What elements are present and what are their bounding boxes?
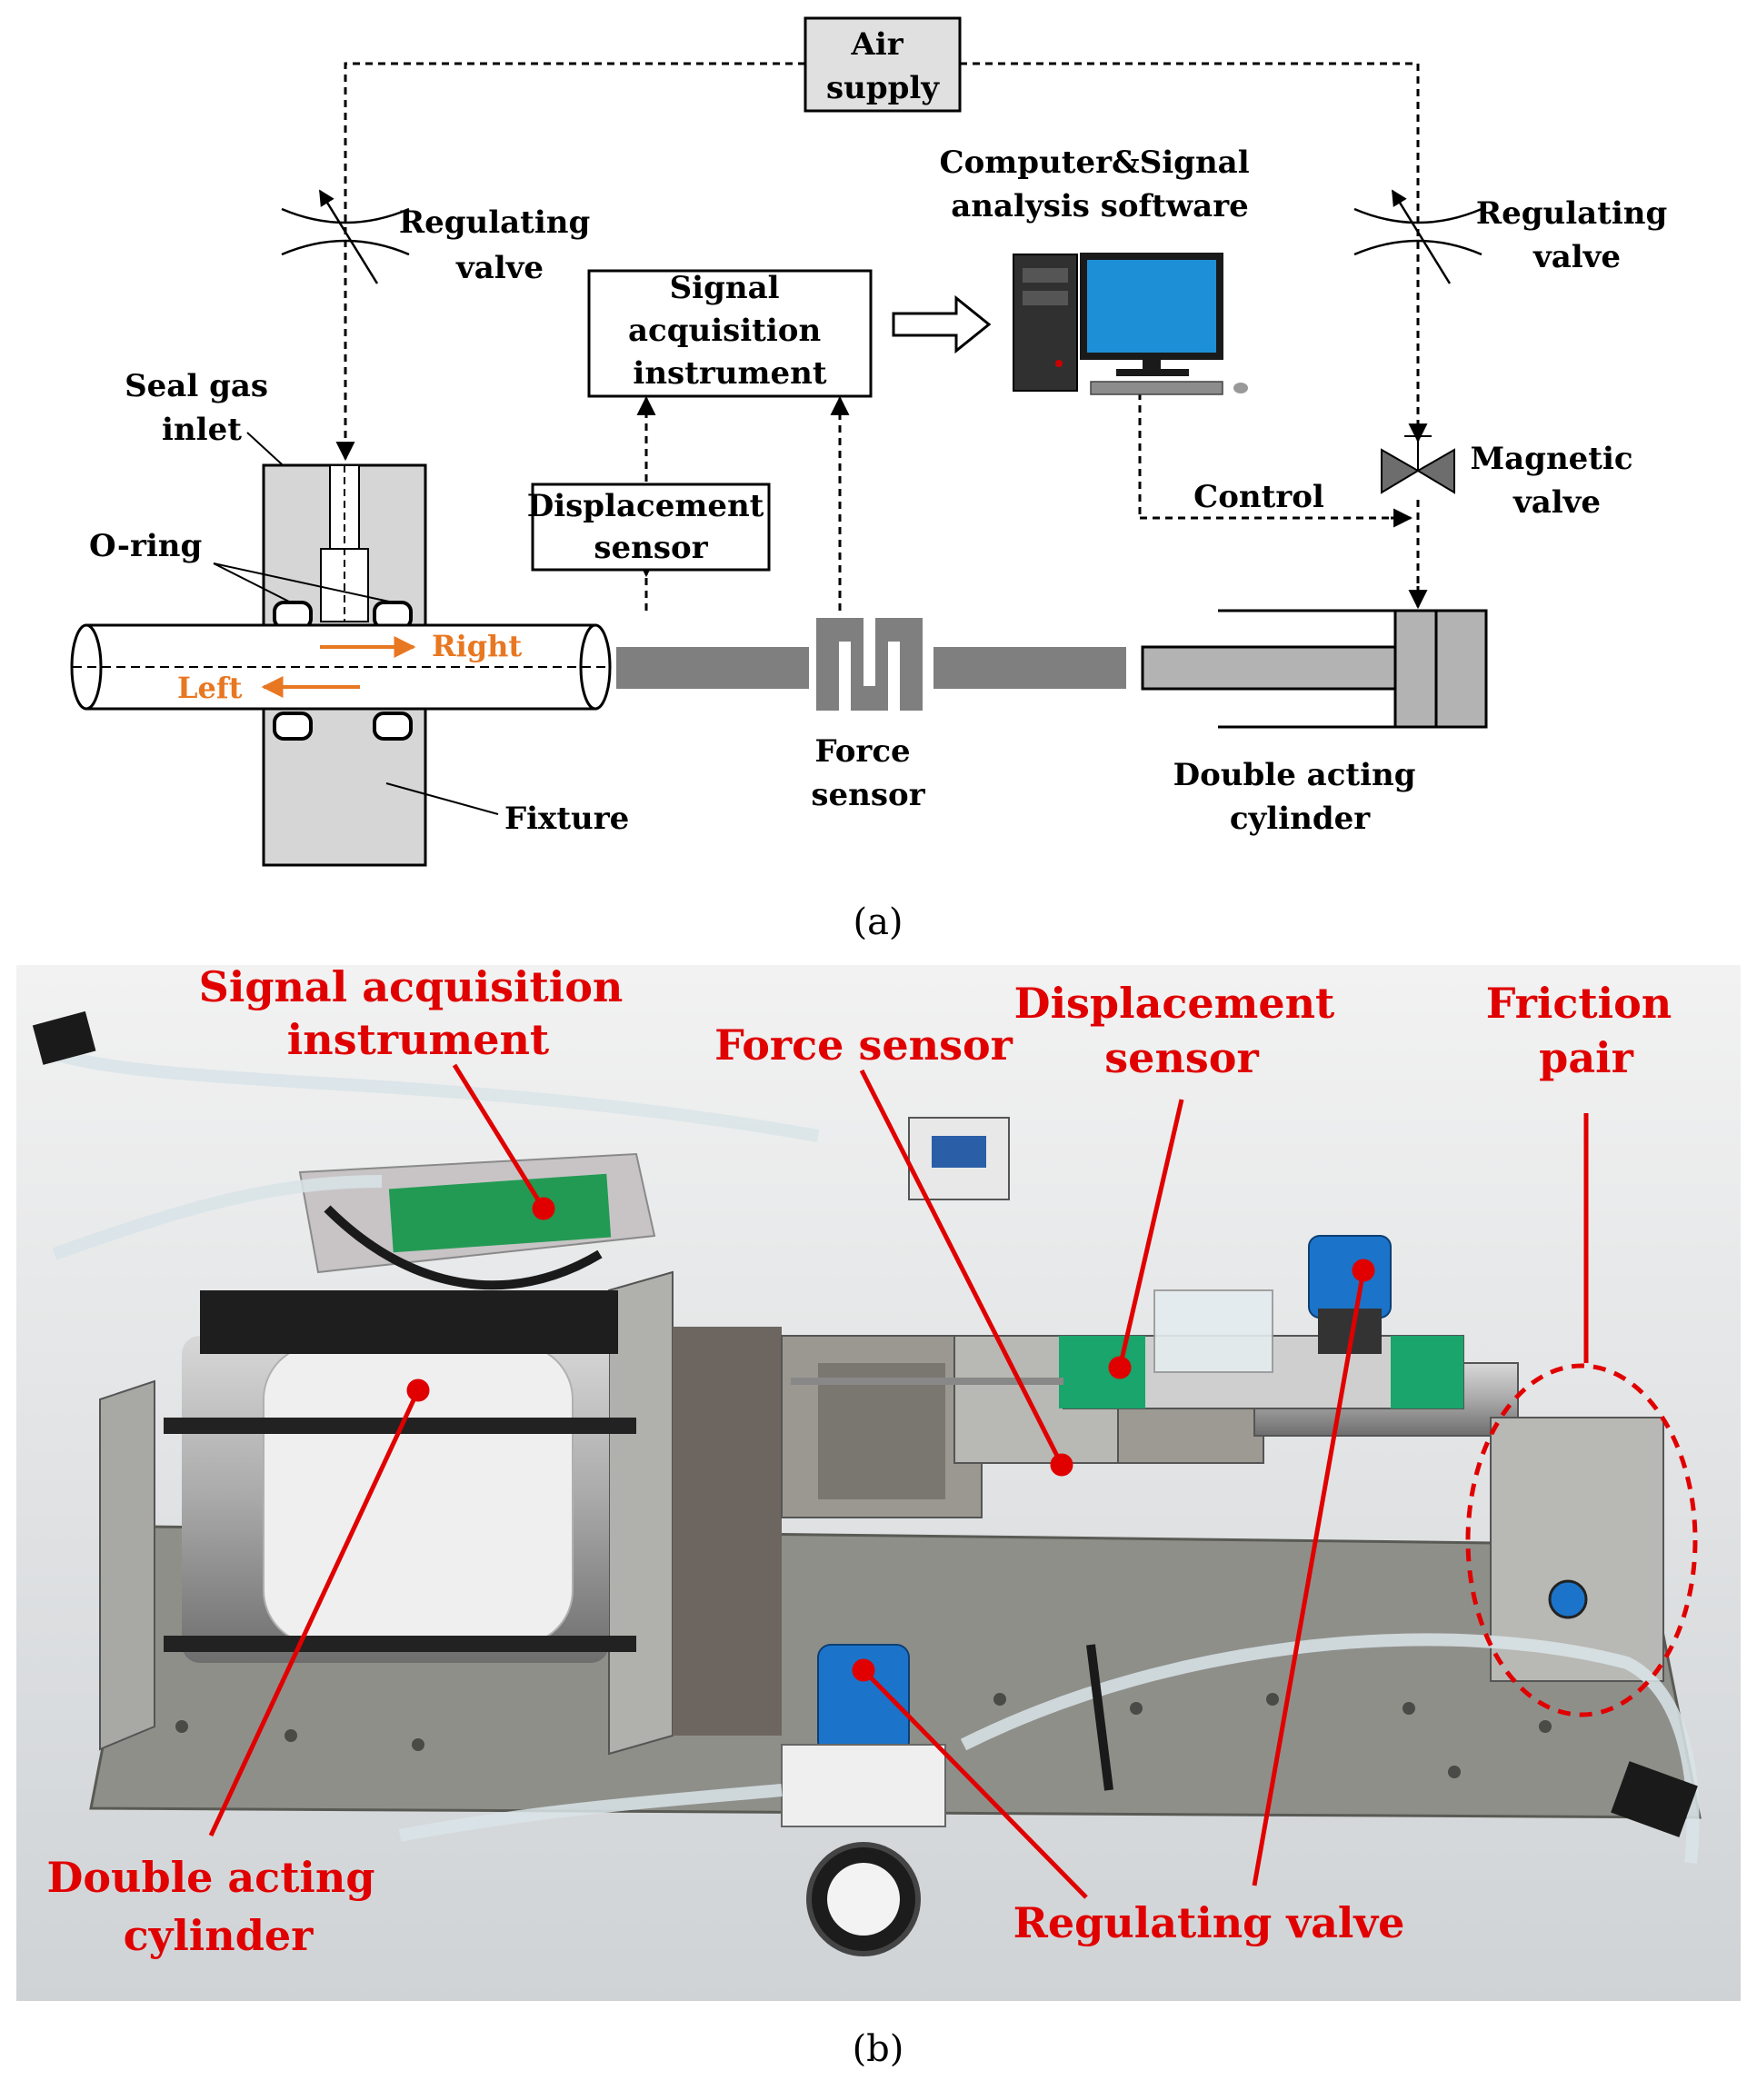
photo-label-force-sensor: Force sensor [714, 1020, 1013, 1070]
double-acting-cylinder-label: Double acting cylinder [1173, 757, 1427, 837]
signal-acquisition-board [388, 1173, 612, 1253]
friction-pair-highlight [1465, 1363, 1698, 1717]
displacement-sensor-box [531, 483, 771, 572]
magnetic-valve-icon [1381, 435, 1455, 494]
regulating-valve-right-label: Regulating valve [1476, 195, 1678, 275]
photo-label-regulating-valve: Regulating valve [1013, 1898, 1405, 1947]
regulating-valve-left-label: Regulating valve [399, 204, 601, 286]
air-supply-label: Air supply [826, 26, 940, 106]
regulating-valve-right-symbol [1353, 189, 1482, 284]
left-label: Left [177, 671, 243, 705]
computer-icon [1013, 253, 1248, 395]
schematic-a: Air supply [70, 16, 1678, 943]
signal-acquisition-box [587, 269, 873, 398]
computer-label: Computer&Signal analysis software [940, 144, 1261, 224]
o-ring-label: O-ring [89, 528, 202, 564]
cylinder-top-cap [200, 1290, 618, 1354]
regulating-valve-left-symbol [281, 189, 410, 284]
fixture-label: Fixture [504, 801, 629, 837]
rod-right [933, 647, 1126, 689]
signal-acquisition-label: Signal acquisition instrument [628, 270, 832, 392]
caption-b: (b) [853, 2028, 904, 2070]
callout-leaders [208, 1063, 1589, 1899]
double-acting-cylinder-symbol [1141, 609, 1488, 729]
magnetic-valve-label: Magnetic valve [1471, 441, 1644, 521]
right-label: Right [432, 629, 522, 663]
air-lines [344, 62, 1420, 611]
hollow-arrow-icon [892, 294, 992, 354]
displacement-sensor-label: Displacement sensor [527, 488, 774, 566]
photo-b: Signal acquisition instrument Force sens… [16, 962, 1741, 2070]
photo-label-signal-acquisition: Signal acquisition instrument [199, 962, 638, 1064]
air-supply-box [804, 16, 962, 113]
control-label: Control [1193, 479, 1324, 515]
force-sensor-label: Force sensor [811, 733, 925, 813]
rod-left [616, 647, 809, 689]
friction-fixture [1490, 1417, 1664, 1682]
seal-gas-inlet-label: Seal gas inlet [125, 368, 279, 448]
shaft [70, 623, 612, 711]
force-sensor-symbol [816, 618, 923, 711]
caption-a: (a) [853, 901, 903, 943]
photo-label-displacement-sensor: Displacement sensor [1014, 979, 1350, 1082]
regulating-valve-knob-top [1308, 1235, 1392, 1319]
photo-label-friction-pair: Friction pair [1486, 979, 1686, 1082]
photo-label-double-acting-cylinder: Double acting cylinder [46, 1853, 389, 1960]
